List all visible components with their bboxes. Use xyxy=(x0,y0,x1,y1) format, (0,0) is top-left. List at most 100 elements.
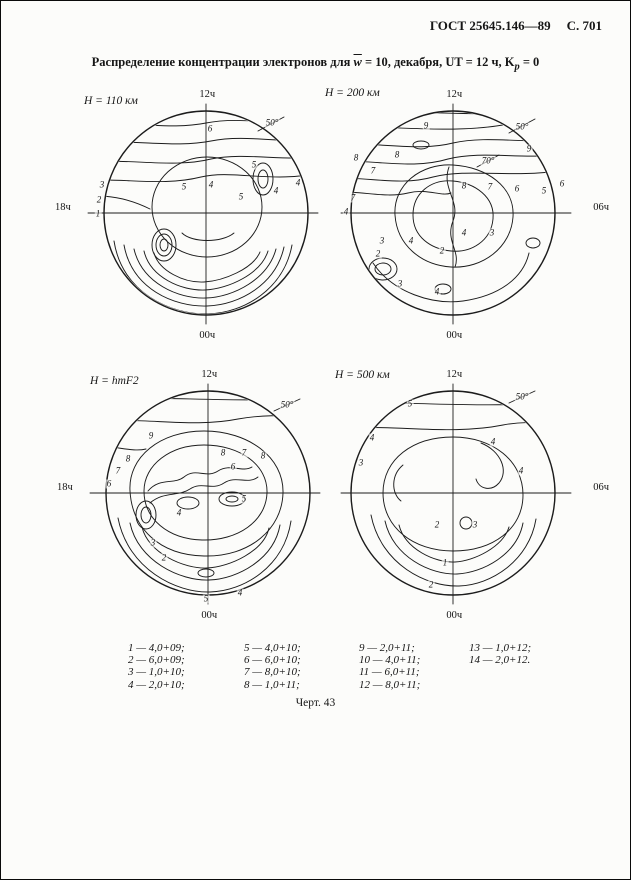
legend-column-3: 9 — 2,0+11; 10 — 4,0+11; 11 — 6,0+11; 12… xyxy=(359,642,420,691)
clock-label-18h: 18ч xyxy=(57,482,73,493)
legend-item: 7 — 8,0+10; xyxy=(244,666,301,679)
contour-label: 6 xyxy=(206,123,214,134)
contour-label: 8 xyxy=(259,450,267,461)
clock-label-06h: 06ч xyxy=(593,482,609,493)
contour-label: 9 xyxy=(147,430,155,441)
clock-label-00h: 00ч xyxy=(446,330,463,341)
outer-circle xyxy=(350,390,556,596)
contour-label: 5 xyxy=(180,181,188,192)
legend-item: 11 — 6,0+11; xyxy=(359,666,420,679)
page-number: С. 701 xyxy=(566,18,602,33)
contour-label: 2 xyxy=(95,194,103,205)
legend-item: 4 — 2,0+10; xyxy=(128,678,185,691)
figure-caption: Черт. 43 xyxy=(295,697,336,709)
clock-label-06h: 06ч xyxy=(593,202,609,213)
contour-label: 9 xyxy=(422,120,430,131)
contour-label: 8 xyxy=(352,152,360,163)
chart-title-hmf2: H = hmF2 xyxy=(90,375,139,387)
clock-label-12h: 12ч xyxy=(199,89,216,100)
contour-label: 4 xyxy=(433,286,441,297)
clock-label-00h: 00ч xyxy=(446,610,463,621)
title-lead: Распределение концентрации электронов дл… xyxy=(91,55,354,69)
contour-label: 4 xyxy=(175,507,183,518)
polar-plot-svg-h500 xyxy=(340,383,572,605)
clock-label-18h: 18ч xyxy=(55,202,71,213)
contour-label: 2 xyxy=(160,552,168,563)
legend-item: 5 — 4,0+10; xyxy=(244,642,301,654)
contour-lines xyxy=(105,119,307,314)
contour-label: 6 xyxy=(513,183,521,194)
contour-label: 4 xyxy=(236,587,244,598)
page-header: ГОСТ 25645.146—89 С. 701 xyxy=(430,18,602,34)
contour-label: 4 xyxy=(460,227,468,238)
contour-label: 50° xyxy=(279,399,295,410)
polar-plot-svg-h110 xyxy=(87,103,319,325)
contour-label: 1 xyxy=(441,557,449,568)
title-sub-p: p xyxy=(514,61,520,73)
contour-label: 70° xyxy=(480,155,496,166)
legend-item: 14 — 2,0+12. xyxy=(469,654,531,667)
legend-column-1: 1 — 4,0+09; 2 — 6,0+09; 3 — 1,0+10; 4 — … xyxy=(128,642,185,691)
contour-label: 3 xyxy=(378,235,386,246)
contour-label: 3 xyxy=(488,227,496,238)
contour-label: 9 xyxy=(525,143,533,154)
legend-item: 6 — 6,0+10; xyxy=(244,654,301,667)
contour-label: 5 xyxy=(250,159,258,170)
legend-item: 3 — 1,0+10; xyxy=(128,666,185,679)
contour-label: 8 xyxy=(393,149,401,160)
legend-item: 1 — 4,0+09; xyxy=(128,642,185,654)
contour-label: 7 xyxy=(349,192,357,203)
outer-circle xyxy=(103,110,309,316)
clock-label-12h: 12ч xyxy=(446,369,463,380)
contour-label: 4 xyxy=(272,185,280,196)
legend-item: 13 — 1,0+12; xyxy=(469,642,532,654)
contour-label: 8 xyxy=(219,447,227,458)
contour-label: 3 xyxy=(98,179,106,190)
contour-label: 6 xyxy=(558,178,566,189)
title-tail: = 0 xyxy=(519,55,540,69)
polar-chart-h200: H = 200 км 12ч 00ч 06ч xyxy=(325,87,609,341)
chart-title-h110: H = 110 км xyxy=(84,95,138,107)
outer-circle xyxy=(350,110,556,316)
contour-label: 7 xyxy=(486,181,494,192)
title-mid: = 10, декабря, UT = 12 ч, K xyxy=(361,55,515,69)
chart-title-h200: H = 200 км xyxy=(325,87,380,99)
contour-label: 7 xyxy=(240,447,248,458)
contour-label: 5 xyxy=(237,191,245,202)
contour-label: 2 xyxy=(438,245,446,256)
polar-plot-svg-h200 xyxy=(340,103,572,325)
legend-item: 2 — 6,0+09; xyxy=(128,654,185,667)
contour-label: 50° xyxy=(514,121,530,132)
contour-label: 2 xyxy=(374,248,382,259)
contour-label: 4 xyxy=(368,432,376,443)
legend-column-2: 5 — 4,0+10; 6 — 6,0+10; 7 — 8,0+10; 8 — … xyxy=(244,642,301,691)
clock-label-00h: 00ч xyxy=(201,610,218,621)
contour-label: 3 xyxy=(149,537,157,548)
contour-label: 6 xyxy=(105,478,113,489)
contour-label: 3 xyxy=(357,457,365,468)
contour-label: 4 xyxy=(342,206,350,217)
contour-label: 2 xyxy=(427,579,435,590)
contour-label: 5 xyxy=(240,493,248,504)
contour-label: 4 xyxy=(517,465,525,476)
contour-label: 2 xyxy=(433,519,441,530)
legend-item: 9 — 2,0+11; xyxy=(359,642,415,654)
contour-label: 8 xyxy=(124,453,132,464)
contour-legend: 1 — 4,0+09; 2 — 6,0+09; 3 — 1,0+10; 4 — … xyxy=(1,642,630,694)
contour-label: 7 xyxy=(114,465,122,476)
clock-label-12h: 12ч xyxy=(201,369,218,380)
contour-label: 3 xyxy=(471,519,479,530)
contour-label: 50° xyxy=(264,117,280,128)
polar-chart-hmf2: H = hmF2 12ч 00ч 18ч xyxy=(57,369,328,621)
legend-item: 12 — 8,0+11; xyxy=(359,678,421,691)
contour-label: 50° xyxy=(514,391,530,402)
gost-number: ГОСТ 25645.146—89 xyxy=(429,18,551,33)
figure-title: Распределение концентрации электронов дл… xyxy=(1,55,630,73)
chart-title-h500: H = 500 км xyxy=(335,369,390,381)
polar-chart-h500: H = 500 км 12ч 00ч 06ч xyxy=(333,369,609,621)
legend-item: 10 — 4,0+11; xyxy=(359,654,421,667)
polar-chart-h110: H = 110 км 12ч 00ч 18ч xyxy=(55,89,326,341)
legend-column-4: 13 — 1,0+12; 14 — 2,0+12. xyxy=(469,642,531,666)
contour-label: 5 xyxy=(202,593,210,604)
legend-item: 8 — 1,0+11; xyxy=(244,678,300,691)
